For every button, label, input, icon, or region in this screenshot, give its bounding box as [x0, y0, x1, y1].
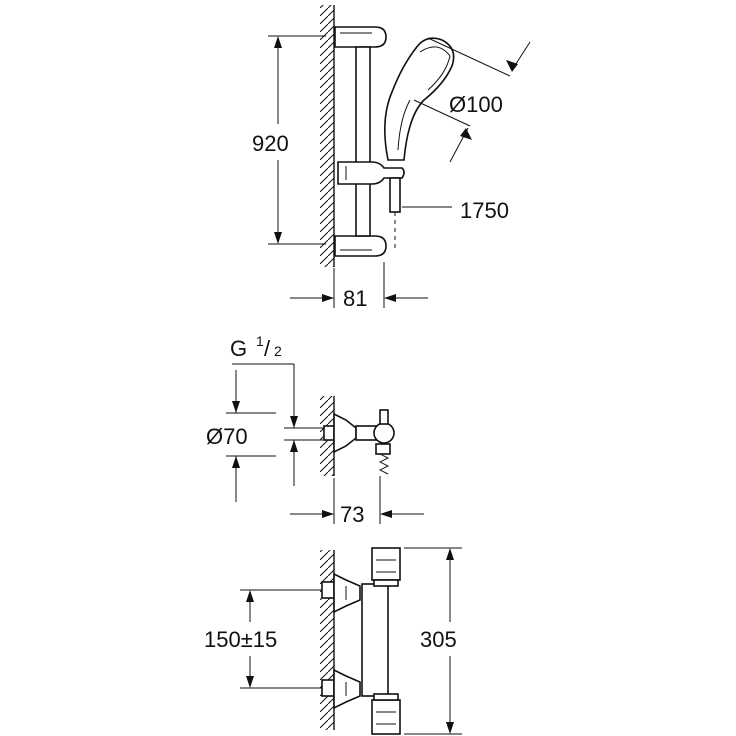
rail-bottom-bracket — [334, 235, 387, 257]
upper-inlet — [321, 572, 361, 614]
dimension-head-diameter: Ø100 — [413, 37, 531, 163]
thread-den-label: 2 — [274, 343, 282, 359]
rail-depth-label: 81 — [343, 286, 367, 311]
thread-num-label: 1 — [256, 333, 264, 349]
wall-hatch-top — [320, 5, 335, 267]
thread-main-label: G — [230, 336, 247, 361]
thread-slash: / — [264, 336, 271, 361]
hose-length-label: 1750 — [460, 198, 509, 223]
rosette — [333, 412, 357, 454]
wall-hatch-bottom — [320, 550, 335, 730]
head-diameter-label: Ø100 — [449, 92, 503, 117]
dimension-inlet-spacing: 150±15 — [204, 589, 322, 689]
inlet-spacing-label: 150±15 — [204, 627, 277, 652]
rail-slider — [337, 161, 405, 185]
dimension-thread: G 1 / 2 — [230, 333, 324, 486]
mixer-front-view: 150±15 305 — [204, 547, 462, 735]
rail-bar — [355, 46, 371, 237]
rail-top-bracket — [334, 26, 387, 48]
dimension-mixer-depth: 73 — [290, 476, 424, 527]
lower-inlet — [321, 668, 361, 710]
hand-shower — [384, 37, 455, 161]
mixer-length-label: 305 — [420, 627, 457, 652]
rosette-diameter-label: Ø70 — [206, 424, 248, 449]
mixer-body-side — [355, 409, 395, 475]
mixer-side-view: G 1 / 2 Ø70 — [206, 333, 424, 527]
mixer-depth-label: 73 — [340, 502, 364, 527]
shower-rail-view: 920 Ø100 1750 81 — [252, 5, 531, 311]
mixer-body-front — [361, 547, 401, 735]
dimension-rosette-diameter: Ø70 — [206, 370, 276, 502]
dimension-mixer-length: 305 — [404, 547, 462, 735]
dimension-hose-length: 1750 — [402, 198, 509, 223]
inlet-nipple — [323, 425, 335, 441]
rail-height-label: 920 — [252, 131, 289, 156]
dimension-rail-depth: 81 — [290, 262, 428, 311]
dimension-rail-height: 920 — [252, 35, 326, 245]
hose-connector — [389, 177, 401, 250]
